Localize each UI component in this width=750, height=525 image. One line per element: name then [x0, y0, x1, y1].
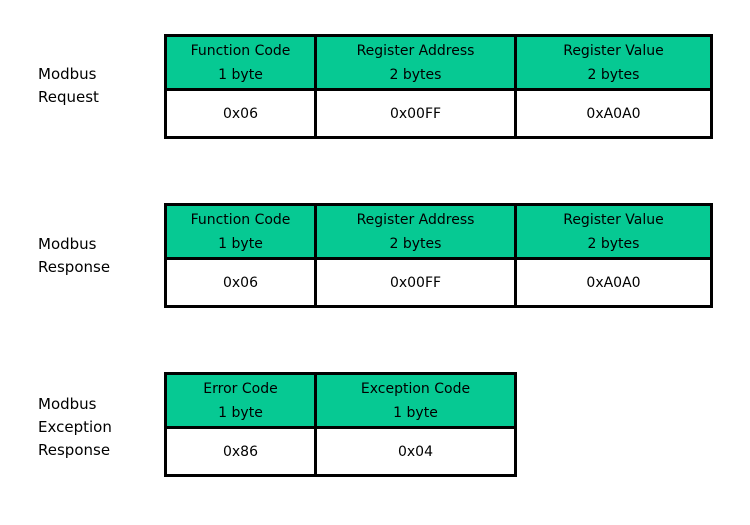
modbus-request-table: Function Code 1 byte Register Address 2 …: [164, 34, 713, 139]
field-name: Function Code: [190, 211, 291, 228]
label-line: Modbus: [38, 65, 97, 83]
field-name: Register Value: [563, 211, 664, 228]
field-size: 1 byte: [218, 66, 263, 83]
modbus-exception-table: Error Code 1 byte Exception Code 1 byte …: [164, 372, 517, 477]
label-modbus-exception-response: Modbus Exception Response: [38, 393, 112, 462]
value-cell: 0x04: [314, 426, 517, 477]
header-cell-function-code: Function Code 1 byte: [164, 34, 317, 91]
field-name: Function Code: [190, 42, 291, 59]
value-cell: 0x00FF: [314, 257, 517, 308]
field-size: 1 byte: [218, 404, 263, 421]
field-size: 1 byte: [393, 404, 438, 421]
label-modbus-request: Modbus Request: [38, 63, 99, 109]
field-name: Register Address: [356, 42, 475, 59]
table-value-row: 0x06 0x00FF 0xA0A0: [164, 88, 713, 139]
header-cell-register-address: Register Address 2 bytes: [314, 203, 517, 260]
header-cell-error-code: Error Code 1 byte: [164, 372, 317, 429]
field-size: 2 bytes: [389, 235, 442, 252]
label-line: Response: [38, 258, 111, 276]
header-cell-register-value: Register Value 2 bytes: [514, 203, 713, 260]
value-cell: 0x06: [164, 88, 317, 139]
table-header-row: Error Code 1 byte Exception Code 1 byte: [164, 372, 517, 429]
value-cell: 0xA0A0: [514, 88, 713, 139]
table-header-row: Function Code 1 byte Register Address 2 …: [164, 34, 713, 91]
table-value-row: 0x06 0x00FF 0xA0A0: [164, 257, 713, 308]
value-cell: 0x86: [164, 426, 317, 477]
label-line: Modbus: [38, 395, 97, 413]
header-cell-register-address: Register Address 2 bytes: [314, 34, 517, 91]
field-size: 1 byte: [218, 235, 263, 252]
header-cell-function-code: Function Code 1 byte: [164, 203, 317, 260]
field-name: Register Value: [563, 42, 664, 59]
table-value-row: 0x86 0x04: [164, 426, 517, 477]
header-cell-register-value: Register Value 2 bytes: [514, 34, 713, 91]
label-line: Exception: [38, 418, 112, 436]
field-size: 2 bytes: [587, 235, 640, 252]
field-name: Exception Code: [360, 380, 471, 397]
value-cell: 0xA0A0: [514, 257, 713, 308]
field-name: Register Address: [356, 211, 475, 228]
modbus-response-table: Function Code 1 byte Register Address 2 …: [164, 203, 713, 308]
field-size: 2 bytes: [389, 66, 442, 83]
table-header-row: Function Code 1 byte Register Address 2 …: [164, 203, 713, 260]
header-cell-exception-code: Exception Code 1 byte: [314, 372, 517, 429]
field-name: Error Code: [203, 380, 278, 397]
value-cell: 0x06: [164, 257, 317, 308]
label-line: Modbus: [38, 235, 97, 253]
value-cell: 0x00FF: [314, 88, 517, 139]
field-size: 2 bytes: [587, 66, 640, 83]
label-line: Response: [38, 441, 111, 459]
label-line: Request: [38, 88, 99, 106]
label-modbus-response: Modbus Response: [38, 233, 110, 279]
